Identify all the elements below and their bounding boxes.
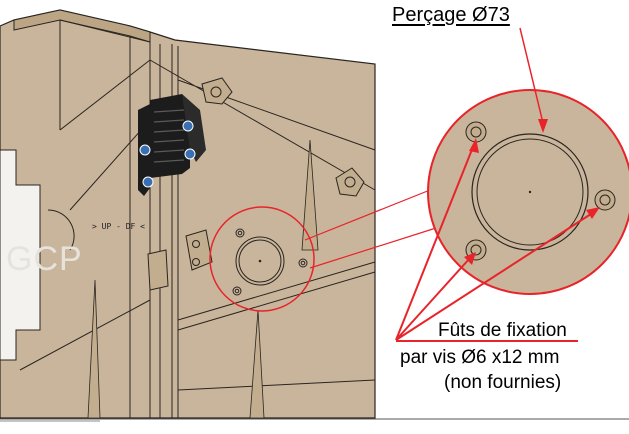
gusset-1: [301, 139, 319, 251]
gusset-2: [249, 309, 265, 419]
magnify-leader-bottom: [309, 227, 437, 269]
mounting-lug-post: [147, 249, 169, 291]
mounting-lug-top: [201, 77, 233, 105]
percage-arrowhead: [538, 119, 548, 133]
diagonal-ribs: [19, 59, 376, 391]
screw-icon: [182, 120, 194, 132]
percage-leader: [519, 27, 544, 124]
mounting-lug-right: [335, 167, 365, 197]
magnified-detail: [427, 89, 629, 295]
left-frame: [59, 19, 151, 418]
screw-icon: [139, 144, 151, 156]
percage-label: Perçage Ø73: [392, 4, 510, 26]
up-df-marking: > UP - DF <: [92, 222, 145, 231]
magnify-leader-top: [304, 189, 431, 241]
mounting-clip-icon: [138, 94, 206, 196]
left-boss: [47, 209, 75, 251]
gusset-3: [87, 279, 101, 419]
screw-icon: [184, 148, 196, 160]
fixation-arrows: [395, 138, 600, 341]
detail-highlight-circle: [209, 206, 315, 312]
vis-label: par vis Ø6 x12 mm: [400, 347, 560, 368]
gcp-marking: GCP: [6, 240, 83, 278]
enclosure-panel: [0, 9, 376, 419]
screw-icon: [142, 176, 154, 188]
futs-label: Fûts de fixation: [438, 320, 567, 341]
label-block: [0, 149, 41, 361]
mounting-lug-left: [185, 229, 213, 271]
non-fournies-label: (non fournies): [444, 372, 562, 393]
drill-hole-detail: [232, 228, 308, 296]
